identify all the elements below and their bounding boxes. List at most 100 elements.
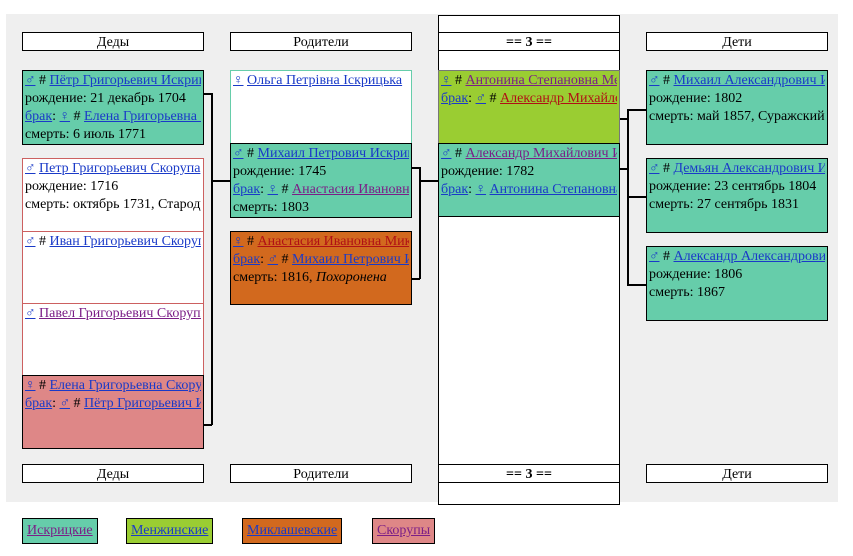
death-value: 27 сентябрь 1831 [697,197,799,212]
person-card: ♀ # Антонина Степановна Менжинская брак:… [438,70,620,144]
female-icon[interactable]: ♀ [25,378,36,393]
person-link[interactable]: Антонина Степановна Менжинская [465,73,618,88]
legend-link[interactable]: Скорупы [377,523,431,538]
person-card: ♂ # Михаил Петрович Искрицкий рождение: … [230,143,412,218]
connector-line [419,180,438,182]
connector-line [412,167,420,169]
death-label: смерть: [25,197,70,212]
person-card: ♂ # Александр Михайлович Искрицкий рожде… [438,143,620,217]
connector-line [627,196,646,198]
female-icon[interactable]: ♀ [233,73,244,88]
hash-mark: # [455,146,462,161]
spouse-link[interactable]: Анастасия Ивановна Миклашевская [292,182,409,197]
death-label: смерть: [25,127,70,142]
spouse-link[interactable]: Елена Григорьевна Скорупа [84,109,201,124]
legend-menzhinskie[interactable]: Менжинские [126,518,214,544]
connector-line [204,424,212,426]
male-icon[interactable]: ♂ [441,146,452,161]
legend-link[interactable]: Менжинские [131,523,209,538]
person-card: ♀ Ольга Петрівна Іскрицька [230,70,412,144]
header-parents-bottom: Родители [230,464,412,483]
connector-line [620,118,628,120]
person-link[interactable]: Павел Григорьевич Скорупа [39,306,201,321]
person-link[interactable]: Пётр Григорьевич Искрицкий [49,73,202,88]
hash-mark: # [281,252,289,267]
marriage-link[interactable]: брак [441,182,469,197]
female-icon[interactable]: ♀ [233,234,244,249]
female-icon[interactable]: ♀ [475,182,487,197]
death-label: смерть: [233,200,278,215]
person-link[interactable]: Михаил Александрович Искрицкий [673,73,826,88]
person-link[interactable]: Елена Григорьевна Скорупа [49,378,202,393]
death-value: октябрь 1731, Стародуб [73,197,201,212]
female-icon[interactable]: ♀ [59,109,71,124]
header-children-top: Дети [646,32,828,51]
male-icon[interactable]: ♂ [475,91,487,106]
spouse-link[interactable]: Михаил Петрович Искрицкий [292,252,409,267]
legend-skorupy[interactable]: Скорупы [372,518,436,544]
marriage-link[interactable]: брак [233,252,261,267]
birth-value: 21 декабрь 1704 [90,91,186,106]
marriage-link[interactable]: брак [441,91,469,106]
female-icon[interactable]: ♀ [267,182,279,197]
male-icon[interactable]: ♂ [233,146,244,161]
male-icon[interactable]: ♂ [25,306,36,321]
person-card: ♂ # Демьян Александрович Искрицкий рожде… [646,158,828,233]
legend-miklashevskie[interactable]: Миклашевские [242,518,343,544]
connector-line [627,284,646,286]
person-card: ♂ # Пётр Григорьевич Искрицкий рождение:… [22,70,204,145]
header-self-top: == 3 == [438,32,620,51]
hash-mark: # [489,91,497,106]
connector-line [620,168,628,170]
death-label: смерть: [649,197,694,212]
hash-mark: # [39,73,46,88]
spouse-link[interactable]: Александр Михайлович Искрицкий [500,91,617,106]
person-card: ♂ Петр Григорьевич Скорупа рождение: 171… [22,158,204,232]
hash-mark: # [663,73,670,88]
header-self-bottom: == 3 == [438,464,620,483]
male-icon[interactable]: ♂ [267,252,279,267]
male-icon[interactable]: ♂ [649,73,660,88]
birth-value: 1716 [90,179,119,194]
marriage-link[interactable]: брак [25,109,53,124]
spouse-link[interactable]: Пётр Григорьевич Искрицкий [84,396,201,411]
birth-label: рождение: [25,179,87,194]
person-link[interactable]: Александр Михайлович Искрицкий [465,146,618,161]
birth-label: рождение: [441,164,503,179]
person-link[interactable]: Ольга Петрівна Іскрицька [247,73,403,88]
legend-link[interactable]: Искрицкие [27,523,93,538]
marriage-link[interactable]: брак [25,396,53,411]
hash-mark: # [39,234,46,249]
male-icon[interactable]: ♂ [649,161,660,176]
death-label: смерть: [649,109,694,124]
person-card: ♂ # Иван Григорьевич Скорупа [22,231,204,304]
legend-link[interactable]: Миклашевские [247,523,338,538]
connector-line [211,93,213,425]
death-label: смерть: [233,270,278,285]
person-link[interactable]: Демьян Александрович Искрицкий [673,161,826,176]
male-icon[interactable]: ♂ [25,161,36,176]
legend-iskritskie[interactable]: Искрицкие [22,518,98,544]
marriage-link[interactable]: брак [233,182,261,197]
male-icon[interactable]: ♂ [25,73,36,88]
hash-mark: # [281,182,289,197]
death-value: май 1857, Суражский уезд [697,109,825,124]
female-icon[interactable]: ♀ [441,73,452,88]
connector-line [412,278,420,280]
male-icon[interactable]: ♂ [59,396,71,411]
hash-mark: # [39,378,46,393]
person-card: ♂ # Александр Александрович Искрицкий ро… [646,246,828,321]
person-link[interactable]: Петр Григорьевич Скорупа [39,161,201,176]
spouse-link[interactable]: Антонина Степановна Менжинская [489,182,617,197]
person-link[interactable]: Анастасия Ивановна Миклашевская [257,234,410,249]
header-children-bottom: Дети [646,464,828,483]
person-card: ♀ # Елена Григорьевна Скорупа брак: ♂ # … [22,375,204,449]
death-value: 6 июль 1771 [73,127,146,142]
male-icon[interactable]: ♂ [25,234,36,249]
person-link[interactable]: Александр Александрович Искрицкий [673,249,826,264]
person-link[interactable]: Иван Григорьевич Скорупа [49,234,202,249]
person-link[interactable]: Михаил Петрович Искрицкий [257,146,410,161]
male-icon[interactable]: ♂ [649,249,660,264]
hash-mark: # [663,249,670,264]
birth-label: рождение: [649,267,711,282]
